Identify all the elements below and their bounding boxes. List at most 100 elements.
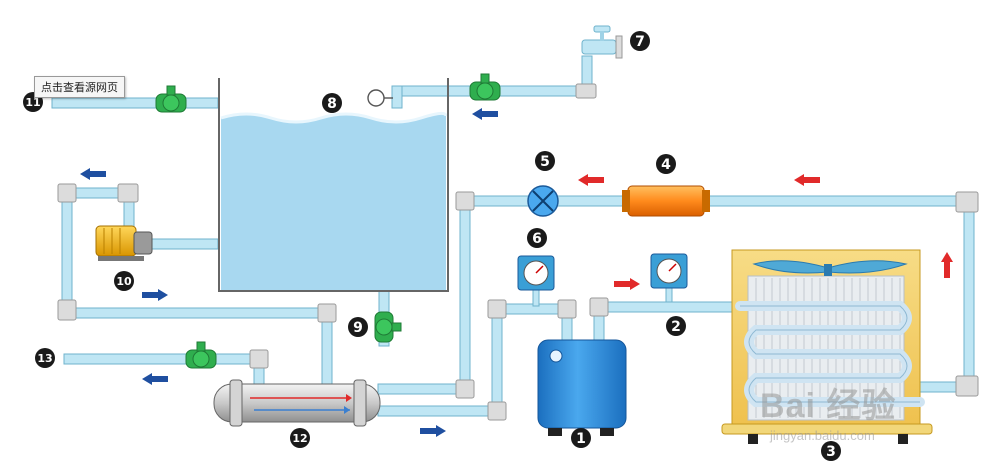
tap-stem (600, 31, 604, 41)
gauge-6 (517, 255, 555, 291)
joint (317, 303, 337, 323)
badge-1-label: 1 (576, 431, 586, 447)
hx-flange-right (353, 379, 367, 427)
badge-10-label: 10 (116, 275, 132, 288)
arrow-right (420, 425, 446, 437)
badge-10: 10 (114, 271, 134, 291)
joint (955, 191, 979, 213)
badge-9-label: 9 (353, 320, 363, 336)
arrow-right (614, 278, 640, 290)
joint (575, 83, 597, 99)
arrow-left (80, 168, 106, 180)
joint (487, 299, 507, 319)
pipe-hx-suction (377, 405, 503, 417)
compressor (537, 339, 627, 436)
baidu-watermark: Bai 经验 (760, 387, 897, 425)
arrow-right (142, 289, 168, 301)
pipe-suction-up (491, 305, 503, 417)
valve-11[interactable] (155, 85, 187, 113)
compressor-port (549, 349, 563, 363)
hx-flange-left (229, 379, 243, 427)
filter-cap-right (702, 190, 710, 212)
badge-7: 7 (630, 31, 650, 51)
joint (557, 299, 577, 319)
water-surface (220, 111, 448, 124)
condenser-fins (747, 275, 905, 421)
arrow-left (142, 373, 168, 385)
condenser (721, 249, 933, 444)
joint (487, 401, 507, 421)
condenser-foot (748, 434, 758, 444)
badge-8: 8 (322, 93, 342, 113)
valve-9-drain[interactable] (374, 311, 402, 343)
tank-walls (218, 78, 449, 292)
valve-wheel (476, 82, 494, 100)
pipe-13-outlet (63, 353, 265, 365)
valve-stem (166, 85, 176, 96)
gauge-2 (650, 253, 688, 289)
view-source-tooltip[interactable]: 点击查看源网页 (34, 76, 125, 98)
fan-blade-right (827, 260, 908, 274)
pipe-right-down (963, 195, 975, 393)
filter-body (627, 185, 705, 217)
hx-shell (213, 383, 381, 423)
water-body (221, 113, 446, 290)
tap-body (581, 39, 617, 55)
arrow-left (794, 174, 820, 186)
pipe-float-drop (391, 85, 403, 109)
valve-cross (532, 190, 554, 212)
condenser-serpentine-edge (740, 305, 920, 403)
arrow-left (472, 108, 498, 120)
badge-7-label: 7 (635, 34, 645, 50)
valve-stem (196, 341, 206, 352)
water-flow-arrows (80, 108, 498, 437)
condenser-base (721, 423, 933, 435)
badge-5-label: 5 (540, 154, 550, 170)
badge-8-label: 8 (327, 96, 337, 112)
badge-11-label: 11 (25, 96, 40, 109)
pipe-network (51, 55, 977, 417)
heat-exchanger (213, 379, 381, 427)
badge-9: 9 (348, 317, 368, 337)
valve-wheel (192, 350, 210, 368)
joint (455, 379, 475, 399)
pipe-loop-bottom (61, 307, 333, 319)
gauge-6-stem (532, 287, 540, 307)
badge-3: 3 (821, 441, 841, 461)
valve-7-inlet[interactable] (469, 73, 501, 101)
fan-hub (824, 264, 832, 276)
hx-hot-arrowhead (346, 394, 352, 402)
pump-head (133, 231, 153, 255)
badge-4: 4 (656, 154, 676, 174)
condenser-foot (898, 434, 908, 444)
compressor-body (537, 339, 627, 429)
badge-6-label: 6 (532, 231, 542, 247)
arrow-left (578, 174, 604, 186)
pipe-11-inlet (51, 97, 219, 109)
water-tap (581, 25, 623, 59)
filter-cap-left (622, 190, 630, 212)
badge-2: 2 (666, 316, 686, 336)
gauge-2-stem (665, 285, 673, 305)
pipe-pump-suction (149, 238, 219, 250)
expansion-valve[interactable] (527, 185, 559, 217)
pump-base (98, 256, 144, 261)
valve-13[interactable] (185, 341, 217, 369)
joint (249, 349, 269, 369)
fan-blade-left (752, 260, 829, 274)
tap-flange (615, 35, 623, 59)
arrow-up (941, 252, 953, 278)
joint (57, 299, 77, 321)
baidu-watermark-url: jingyan.baidu.com (770, 428, 875, 443)
hx-cold-arrowhead (344, 406, 350, 414)
joint (955, 375, 979, 397)
pump-motor (95, 225, 137, 257)
badge-5: 5 (535, 151, 555, 171)
refrigerant-flow-arrows (578, 174, 953, 290)
badge-2-label: 2 (671, 319, 681, 335)
gauge-needle (535, 265, 544, 274)
badge-1: 1 (571, 428, 591, 448)
badge-3-label: 3 (826, 444, 836, 460)
joint (117, 183, 139, 203)
valve-stem (391, 322, 402, 332)
